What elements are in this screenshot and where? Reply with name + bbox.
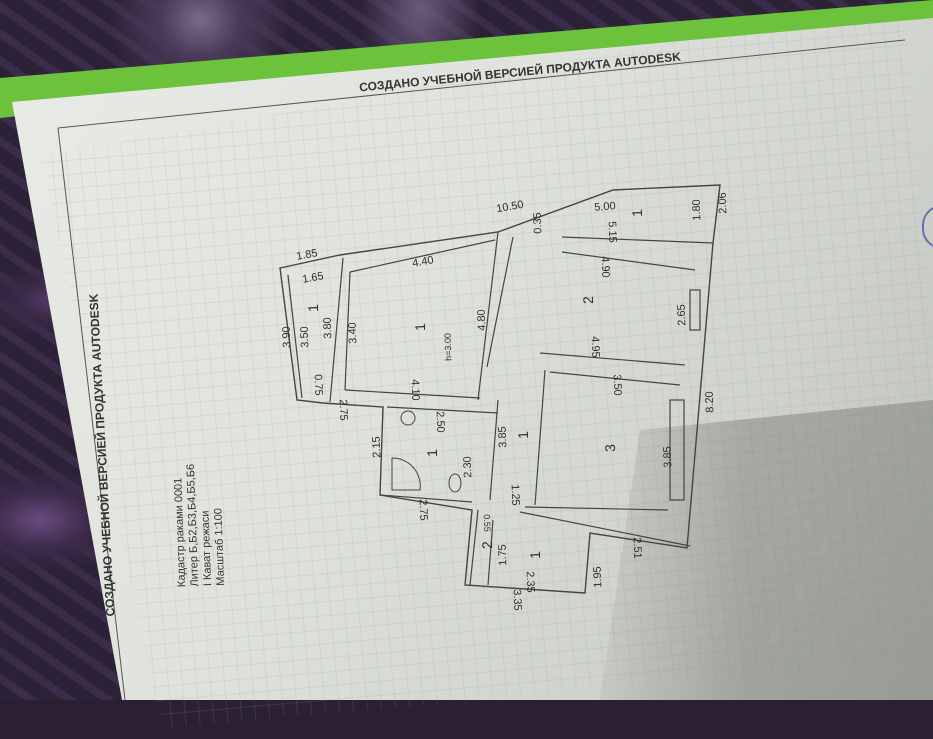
shadow <box>600 400 933 700</box>
shower-icon <box>391 457 421 491</box>
dimension-label: 3.85 <box>661 446 675 468</box>
dimension-label: 2.06 <box>716 192 730 214</box>
dimension-label: 0.55 <box>481 514 493 532</box>
dimension-label: 2.35 <box>523 571 537 593</box>
dimension-label: 3.80 <box>321 317 335 339</box>
ceiling-height: h=3.00 <box>442 332 454 362</box>
dimension-label: 2.75 <box>336 399 350 421</box>
outer-walls <box>279 184 721 594</box>
dimension-label: 3.50 <box>298 326 312 348</box>
dimension-label: 3.35 <box>510 589 524 611</box>
dimension-label: 2.15 <box>370 436 384 458</box>
dimension-label: 4.95 <box>588 336 602 358</box>
dimension-label: 5.15 <box>605 221 619 243</box>
room-number: 1 <box>514 430 532 440</box>
sheet-border <box>57 39 906 129</box>
dimension-label: 2.65 <box>675 304 689 326</box>
room-number: 3 <box>601 443 619 453</box>
dimension-label: 3.50 <box>610 374 624 396</box>
dimension-label: 1.25 <box>508 484 522 506</box>
dimension-label: 4.10 <box>408 379 422 401</box>
toilet-icon <box>448 473 462 493</box>
dimension-label: 3.85 <box>496 426 510 448</box>
room-number: 2 <box>478 540 496 550</box>
dimension-label: 2.50 <box>433 411 447 433</box>
dimension-label: 5.00 <box>593 200 617 214</box>
floor-plan-drawing <box>57 39 906 700</box>
dimension-label: 3.40 <box>346 322 360 344</box>
dimension-label: 1.75 <box>496 544 510 566</box>
dimension-label: 8.20 <box>703 391 717 413</box>
dimension-label: 2.75 <box>416 499 430 521</box>
dimension-label: 1.80 <box>690 199 704 221</box>
dimension-label: 0.75 <box>311 374 325 396</box>
dimension-label: 4.80 <box>475 309 489 331</box>
sheet-border-left <box>57 127 126 700</box>
room-number: 1 <box>526 550 544 560</box>
dimension-label: 1.95 <box>591 566 605 588</box>
dimension-label: 2.30 <box>461 456 475 478</box>
dimension-label: 3.90 <box>280 326 294 348</box>
paper-sheet <box>12 18 933 700</box>
room-number: 1 <box>423 448 441 458</box>
interior-walls <box>287 231 714 586</box>
dimension-label: 4.90 <box>598 256 612 278</box>
dimension-label: 2.51 <box>630 537 644 559</box>
room-number: 1 <box>411 322 429 332</box>
room-number: 1 <box>304 303 322 313</box>
dimension-label: 0.35 <box>531 212 545 234</box>
room-number: 2 <box>579 295 597 305</box>
sink-icon <box>400 410 416 426</box>
plan-info-block: Кадастр раками 0001 Литер Б,Б2,Б3,Б4,Б5,… <box>172 463 228 588</box>
room-number: 1 <box>628 208 646 218</box>
